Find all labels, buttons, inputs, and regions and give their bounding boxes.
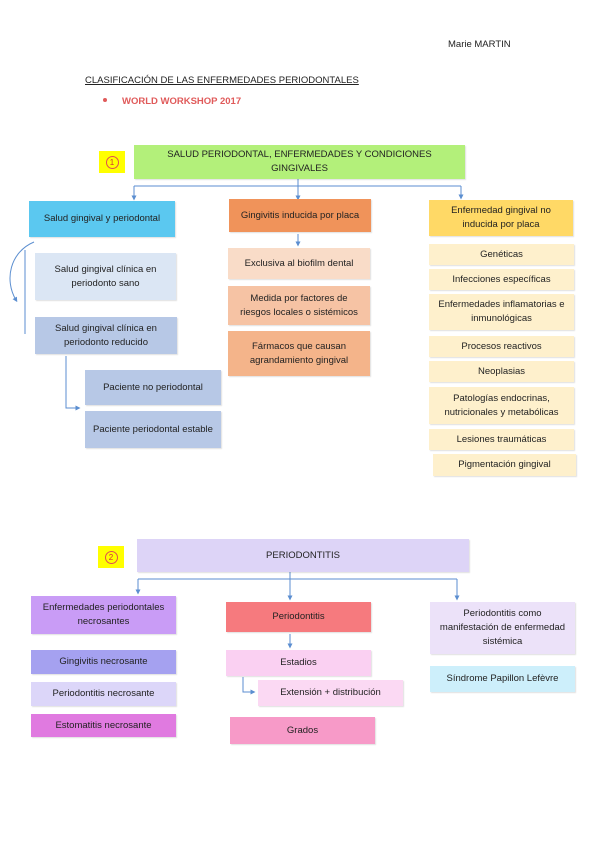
section-number-2: 2 [104, 550, 118, 564]
node-manifestacion-sistemica: Periodontitis como manifestación de enfe… [430, 602, 575, 654]
node-gingivitis-necrosante: Gingivitis necrosante [31, 650, 176, 674]
node-pigmentacion: Pigmentación gingival [433, 454, 576, 476]
document-title: CLASIFICACIÓN DE LAS ENFERMEDADES PERIOD… [85, 75, 359, 86]
node-estadios: Estadios [226, 650, 371, 676]
node-papillon-lefevre: Síndrome Papillon Lefèvre [430, 666, 575, 692]
node-paciente-periodontal-estable: Paciente periodontal estable [85, 411, 221, 448]
root-node-periodontitis: PERIODONTITIS [137, 539, 469, 572]
node-periodonto-reducido: Salud gingival clínica en periodonto red… [35, 317, 177, 354]
node-factores-riesgo: Medida por factores de riesgos locales o… [228, 286, 370, 325]
node-salud-gingival: Salud gingival y periodontal [29, 201, 175, 237]
node-extension-distribucion: Extensión + distribución [258, 680, 403, 706]
node-estomatitis-necrosante: Estomatitis necrosante [31, 714, 176, 737]
bullet-icon [103, 98, 107, 102]
node-necrosantes: Enfermedades periodontales necrosantes [31, 596, 176, 634]
node-grados: Grados [230, 717, 375, 744]
section-number-badge-2: 2 [98, 546, 124, 568]
node-paciente-no-periodontal: Paciente no periodontal [85, 370, 221, 405]
section-number-badge: 1 [99, 151, 125, 173]
node-biofilm-dental: Exclusiva al biofilm dental [228, 248, 370, 279]
bullet-text: WORLD WORKSHOP 2017 [122, 96, 242, 107]
node-periodontitis: Periodontitis [226, 602, 371, 632]
node-inflamatorias: Enfermedades inflamatorias e inmunológic… [429, 294, 574, 330]
node-infecciones: Infecciones específicas [429, 269, 574, 290]
author-name: Marie MARTIN [448, 39, 511, 50]
node-patologias-endocrinas: Patologías endocrinas, nutricionales y m… [429, 387, 574, 424]
node-farmacos: Fármacos que causan agrandamiento gingiv… [228, 331, 370, 376]
node-geneticas: Genéticas [429, 244, 574, 265]
node-neoplasias: Neoplasias [429, 361, 574, 382]
node-procesos-reactivos: Procesos reactivos [429, 336, 574, 357]
node-periodontitis-necrosante: Periodontitis necrosante [31, 682, 176, 706]
node-gingivitis-inducida: Gingivitis inducida por placa [229, 199, 371, 232]
node-no-inducida-placa: Enfermedad gingival no inducida por plac… [429, 200, 573, 236]
node-periodonto-sano: Salud gingival clínica en periodonto san… [35, 253, 176, 300]
node-lesiones-traumaticas: Lesiones traumáticas [429, 429, 574, 450]
section-number: 1 [105, 155, 119, 169]
root-node-salud-periodontal: SALUD PERIODONTAL, ENFERMEDADES Y CONDIC… [134, 145, 465, 179]
